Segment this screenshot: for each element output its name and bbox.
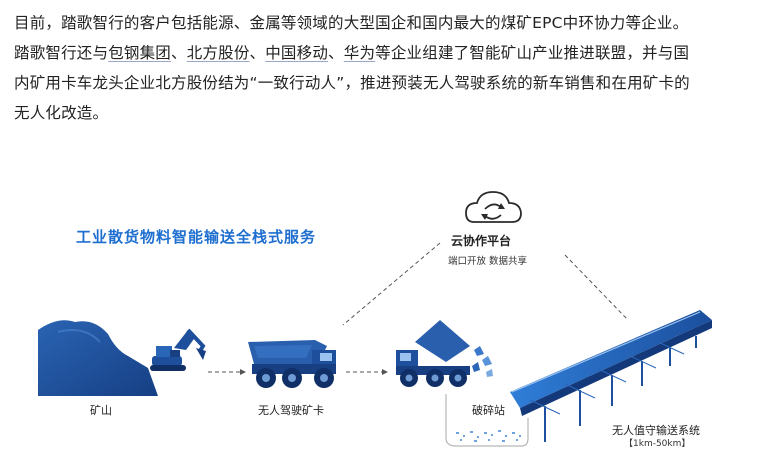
link-china-mobile[interactable]: 中国移动 [265,44,329,62]
cloud-platform-subtitle: 端口开放 数据共享 [448,256,528,267]
flow-arrow-2-head [382,369,388,375]
link-cloud-truck [342,242,441,326]
line2-text-pre: 踏歌智行还与 [14,44,109,62]
conveyor-icon [510,310,712,442]
label-conveyor-range: 【1km-50km】 [624,439,691,449]
mining-truck-icon [248,340,336,388]
excavator-icon [150,328,206,371]
link-beifang[interactable]: 北方股份 [186,44,250,62]
link-cloud-conveyor [564,254,629,321]
service-diagram: 工业散货物料智能输送全栈式服务 云协作平台 端口开放 数据共享 矿山 无人驾驶矿… [0,170,760,470]
link-huawei[interactable]: 华为 [343,44,376,62]
label-conveyor: 无人值守输送系统 [612,424,700,437]
line2-sep-2: 、 [249,44,266,62]
article-paragraph: 目前，踏歌智行的客户包括能源、金属等领域的大型国企和国内最大的煤矿EPC中环协力… [14,8,750,128]
dump-truck-icon [396,320,493,387]
label-crusher: 破碎站 [472,404,505,417]
crusher-bin-icon [445,394,529,447]
line2-text-post: 等企业组建了智能矿山产业推进联盟，并与国 [375,44,690,62]
article-line-3: 内矿用卡车龙头企业北方股份结为“一致行动人”，推进预装无人驾驶系统的新车销售和在… [14,74,690,92]
link-baogang[interactable]: 包钢集团 [108,44,172,62]
line2-sep-1: 、 [171,44,187,62]
flow-arrow-1-head [240,369,246,375]
article-line-4: 无人化改造。 [14,104,109,122]
label-mine: 矿山 [90,404,112,417]
label-truck: 无人驾驶矿卡 [258,404,324,417]
article-line-1: 目前，踏歌智行的客户包括能源、金属等领域的大型国企和国内最大的煤矿EPC中环协力… [14,14,689,32]
line2-sep-3: 、 [328,44,344,62]
cloud-sync-icon [465,191,522,223]
diagram-graphics [38,191,712,447]
mountain-icon [38,320,158,396]
cloud-platform-title: 云协作平台 [451,234,512,248]
diagram-headline: 工业散货物料智能输送全栈式服务 [76,228,317,246]
article-line-2: 踏歌智行还与包钢集团、北方股份、中国移动、华为等企业组建了智能矿山产业推进联盟，… [14,38,750,68]
